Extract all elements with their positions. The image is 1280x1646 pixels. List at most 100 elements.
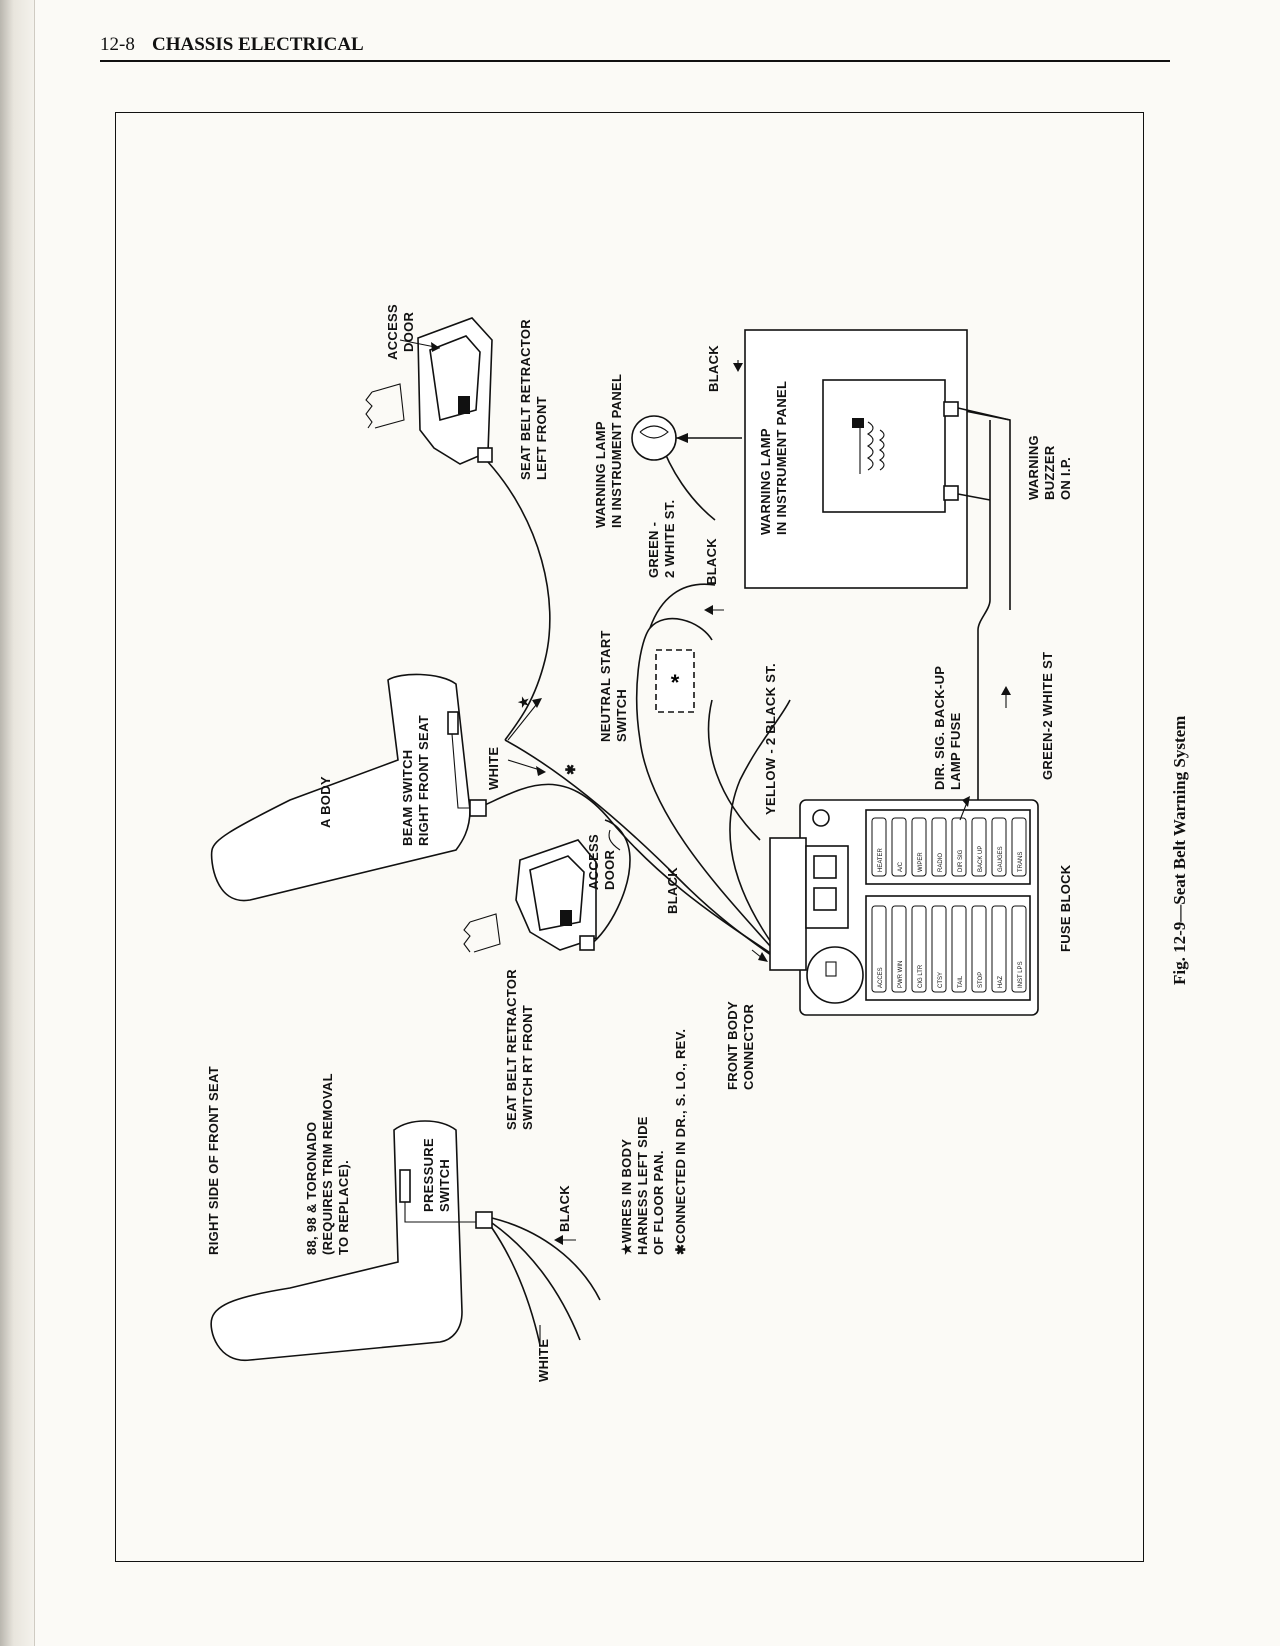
label-yellow-black: YELLOW - 2 BLACK ST. xyxy=(763,663,778,815)
figure-caption: Fig. 12-9—Seat Belt Warning System xyxy=(1170,716,1189,985)
fuse-top-label: RADIO xyxy=(938,853,944,872)
label-white-mid: WHITE xyxy=(486,747,501,790)
label-warning-buzzer-1: WARNING xyxy=(1026,435,1041,500)
label-pressure-switch-2: SWITCH xyxy=(437,1159,452,1212)
label-green-white-lamp-1: GREEN - xyxy=(646,522,661,578)
label-access-door-mid-2: DOOR xyxy=(602,849,617,890)
label-neutral-start-2: SWITCH xyxy=(614,689,629,742)
fuse-bottom-label: HAZ xyxy=(998,976,1004,988)
label-wires-note-2: HARNESS LEFT SIDE xyxy=(635,1116,650,1255)
fuse-top-slot xyxy=(891,817,907,877)
fuse-top-slot xyxy=(871,817,887,877)
fuse-bottom-label: CTSY xyxy=(938,972,944,988)
label-wires-note-1: ★WIRES IN BODY xyxy=(619,1139,634,1255)
fuse-top-label: TRANS xyxy=(1018,852,1024,872)
fuse-top-slot xyxy=(931,817,947,877)
figure-frame xyxy=(115,112,1144,1562)
retractor-rt-front xyxy=(463,839,597,953)
warning-lamp xyxy=(631,415,742,461)
fuse-bottom-slot xyxy=(911,905,927,993)
fuse-top-slot xyxy=(951,817,967,877)
wires xyxy=(477,409,1011,1346)
label-star-a: ★ xyxy=(516,696,531,708)
label-beam-switch-2: RIGHT FRONT SEAT xyxy=(416,715,431,846)
label-warning-buzzer-2: BUZZER xyxy=(1042,445,1057,500)
fuse-top-label: GAUGES xyxy=(998,846,1004,872)
section-title: CHASSIS ELECTRICAL xyxy=(152,34,364,55)
wire-green-fuse xyxy=(977,420,991,800)
label-black-mid: BLACK xyxy=(704,538,719,585)
label-access-door-top-2: DOOR xyxy=(401,311,416,352)
wire-black-to-panel xyxy=(649,583,716,629)
label-black-top: BLACK xyxy=(706,345,721,392)
wire-pressure-white xyxy=(491,1222,581,1341)
fuse-top-label: WIPER xyxy=(918,852,924,872)
fuse-bottom-slot xyxy=(891,905,907,993)
label-access-door-mid-1: ACCESS xyxy=(586,834,601,890)
label-green-white-right: GREEN-2 WHITE ST xyxy=(1040,652,1055,780)
fuse-top-label: DIR SIG xyxy=(958,849,964,872)
fuse-bottom-label: INST LPS xyxy=(1018,961,1024,988)
wire-left-retractor xyxy=(487,461,551,741)
fuse-bottom-label: CIG LTR xyxy=(918,964,924,988)
label-connected-note: ✱CONNECTED IN DR., S. LO., REV. xyxy=(673,1029,688,1255)
label-white-bottom: WHITE xyxy=(536,1339,551,1382)
label-models-note-3: TO REPLACE). xyxy=(336,1160,351,1255)
wire-retractor-to-connector xyxy=(504,739,779,961)
fuse-bottom-slot xyxy=(951,905,967,993)
retractor-left-front xyxy=(365,317,493,465)
svg-text:*: * xyxy=(671,670,680,695)
seat-a-body xyxy=(210,673,487,902)
label-warning-buzzer-3: ON I.P. xyxy=(1058,457,1073,500)
label-warning-lamp-left-1: WARNING LAMP xyxy=(593,421,608,528)
fuse-bottom-label: ACCES xyxy=(878,967,884,988)
fuse-top-label: HEATER xyxy=(878,847,884,872)
label-retractor-rt-1: SEAT BELT RETRACTOR xyxy=(504,969,519,1130)
fuse-bottom-slot xyxy=(991,905,1007,993)
fuse-bottom-label: STOP xyxy=(978,972,984,988)
warning-buzzer-panel xyxy=(744,329,1011,589)
label-a-body: A BODY xyxy=(318,776,333,828)
label-black-access: BLACK xyxy=(665,867,680,914)
label-warning-lamp-left-2: IN INSTRUMENT PANEL xyxy=(609,374,624,528)
fuse-top-slot xyxy=(971,817,987,877)
labels: ACCESS DOOR SEAT BELT RETRACTOR LEFT FRO… xyxy=(206,304,1189,1382)
label-wires-note-3: OF FLOOR PAN. xyxy=(651,1150,666,1255)
label-right-side-front-seat: RIGHT SIDE OF FRONT SEAT xyxy=(206,1066,221,1255)
label-retractor-left-2: LEFT FRONT xyxy=(534,396,549,480)
fuse-top-label: A/C xyxy=(898,861,904,872)
wire-neutral-start-out xyxy=(707,699,761,841)
label-beam-switch-1: BEAM SWITCH xyxy=(400,750,415,846)
wire-access-mid xyxy=(589,819,631,946)
wire-yellow-black xyxy=(729,699,791,953)
label-models-note-2: (REQUIRES TRIM REMOVAL xyxy=(320,1073,335,1255)
label-green-white-lamp-2: 2 WHITE ST. xyxy=(662,500,677,578)
label-dir-sig-fuse-2: LAMP FUSE xyxy=(948,712,963,790)
label-warning-lamp-center-1: WARNING LAMP xyxy=(758,428,773,535)
page-header: 12-8 CHASSIS ELECTRICAL xyxy=(100,30,1170,62)
fuse-bottom-slot xyxy=(1011,905,1027,993)
label-star-b: ✱ xyxy=(563,764,578,775)
label-neutral-start-1: NEUTRAL START xyxy=(598,630,613,742)
label-fuse-block: FUSE BLOCK xyxy=(1058,864,1073,952)
seat-pressure-switch xyxy=(210,1120,493,1361)
fuse-top-slot xyxy=(1011,817,1027,877)
fuse-bottom-label: PWR WIN xyxy=(898,961,904,988)
label-black-pressure: BLACK xyxy=(557,1185,572,1232)
label-retractor-rt-2: SWITCH RT FRONT xyxy=(520,1005,535,1130)
fuse-bottom-slot xyxy=(931,905,947,993)
label-access-door-top-1: ACCESS xyxy=(385,304,400,360)
fuse-bottom-slot xyxy=(871,905,887,993)
label-front-body-connector-2: CONNECTOR xyxy=(741,1003,756,1090)
leader-arrows xyxy=(399,339,1011,1345)
label-warning-lamp-center-2: IN INSTRUMENT PANEL xyxy=(774,381,789,535)
label-front-body-connector-1: FRONT BODY xyxy=(725,1001,740,1090)
label-pressure-switch-1: PRESSURE xyxy=(421,1138,436,1212)
label-retractor-left-1: SEAT BELT RETRACTOR xyxy=(518,319,533,480)
fuse-bottom-slot xyxy=(971,905,987,993)
page-binding-edge xyxy=(0,0,35,1646)
